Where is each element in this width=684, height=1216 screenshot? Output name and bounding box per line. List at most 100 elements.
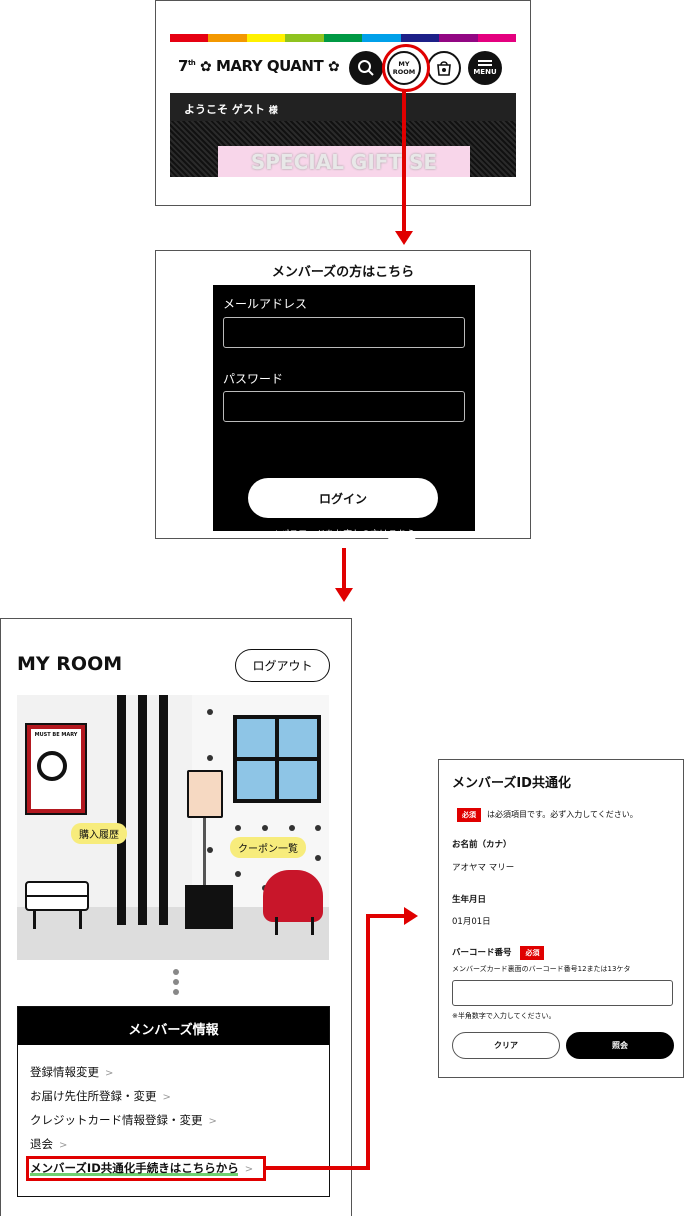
forgot-text: ※パスワードをお忘れの方は: [272, 530, 389, 540]
logo-suffix: th: [187, 59, 196, 67]
clear-button[interactable]: クリア: [452, 1032, 560, 1059]
barcode-label: バーコード番号 必須: [452, 946, 545, 960]
barcode-label-text: バーコード番号: [452, 948, 512, 958]
email-field[interactable]: [223, 317, 465, 348]
chevron-right-icon: >: [105, 1068, 114, 1079]
dresser-icon: [25, 881, 89, 911]
chair-leg: [275, 917, 278, 935]
peg-dot: [207, 847, 213, 853]
forgot-password-link[interactable]: こちら: [388, 530, 416, 540]
login-button[interactable]: ログイン: [248, 478, 438, 518]
welcome-bar: ようこそ ゲスト 様: [170, 93, 516, 121]
menu-item-address[interactable]: お届け先住所登録・変更 >: [30, 1088, 171, 1104]
menu-item-withdraw[interactable]: 退会 >: [30, 1136, 67, 1152]
dresser-leg: [33, 911, 36, 929]
highlight-box: [26, 1156, 266, 1181]
member-id-screenshot: メンバーズID共通化 必須は必須項目です。必ず入力してください。 お名前（カナ）…: [438, 759, 684, 1078]
barcode-hint: ※半角数字で入力してください。: [452, 1012, 556, 1020]
poster: MUST BE MARY: [25, 723, 87, 815]
wall-stripe: [159, 695, 168, 925]
password-field[interactable]: [223, 391, 465, 422]
room-illustration: MUST BE MARY 購入履歴 クーポン一覧: [17, 695, 329, 960]
login-form: メールアドレス パスワード ログイン ※パスワードをお忘れの方はこちら: [213, 285, 475, 540]
logout-button[interactable]: ログアウト: [235, 649, 330, 682]
forgot-password: ※パスワードをお忘れの方はこちら: [213, 527, 475, 540]
search-button[interactable]: [349, 51, 383, 85]
peg-dot: [207, 755, 213, 761]
required-note-text: は必須項目です。必ず入力してください。: [487, 810, 638, 819]
peg-dot: [235, 871, 241, 877]
rainbow-segment: [477, 34, 516, 42]
menu-item-credit-card[interactable]: クレジットカード情報登録・変更>: [30, 1112, 217, 1128]
side-table: [185, 885, 233, 929]
rainbow-bar: [170, 34, 516, 42]
required-note: 必須は必須項目です。必ず入力してください。: [457, 808, 638, 822]
poster-ring: [37, 751, 67, 781]
peg-dot: [207, 709, 213, 715]
coupon-list-bubble[interactable]: クーポン一覧: [230, 837, 306, 858]
menu-item-label: 登録情報変更: [30, 1065, 99, 1079]
welcome-suffix: 様: [268, 106, 278, 116]
site-logo[interactable]: 7th ✿ MARY QUANT ✿: [178, 57, 340, 75]
welcome-text: ようこそ ゲスト: [184, 103, 265, 116]
required-badge: 必須: [520, 946, 545, 960]
menu-button[interactable]: MENU: [468, 51, 502, 85]
hamburger-icon: [478, 64, 492, 66]
myroom-screenshot: MY ROOM ログアウト MUST BE MARY: [0, 618, 352, 1216]
menu-item-label: メンバーズID共通化手続きはこちらから: [30, 1161, 239, 1175]
peg-dot: [315, 855, 321, 861]
dresser-leg: [79, 911, 82, 929]
menu-item-profile[interactable]: 登録情報変更 >: [30, 1064, 113, 1080]
page-title: メンバーズID共通化: [452, 776, 571, 791]
name-value: アオヤマ マリー: [452, 863, 515, 873]
arrow-head-icon: [395, 231, 413, 245]
hero-title: SPECIAL GIFT SE: [218, 146, 470, 177]
search-icon: [358, 60, 374, 76]
chevron-right-icon: >: [162, 1092, 171, 1103]
more-dots-icon: [173, 969, 179, 999]
menu-item-label: 退会: [30, 1137, 53, 1151]
peg-dot: [262, 825, 268, 831]
chevron-right-icon: >: [59, 1140, 68, 1151]
logo-number: 7: [178, 57, 188, 75]
rainbow-segment: [170, 34, 209, 42]
birth-value: 01月01日: [452, 917, 491, 927]
daisy-icon: ✿: [200, 59, 212, 75]
arrow-head-icon: [404, 907, 418, 925]
wall-stripe: [138, 695, 147, 925]
link-underline: [30, 1173, 238, 1176]
flow-arrow: [265, 1166, 370, 1170]
poster-text: MUST BE MARY: [34, 732, 78, 738]
login-screenshot: メンバーズの方はこちら メールアドレス パスワード ログイン ※パスワードをお忘…: [155, 250, 531, 540]
window: [233, 715, 321, 803]
menu-item-label: クレジットカード情報登録・変更: [30, 1113, 203, 1127]
wall-stripe: [117, 695, 126, 925]
purchase-history-bubble[interactable]: 購入履歴: [71, 823, 127, 844]
flow-arrow: [366, 914, 370, 1170]
lookup-button[interactable]: 照会: [566, 1032, 674, 1059]
logo-brand: MARY QUANT: [215, 57, 324, 75]
peg-dot: [235, 825, 241, 831]
email-label: メールアドレス: [223, 297, 308, 311]
rainbow-segment: [323, 34, 363, 42]
chair-leg: [311, 917, 314, 935]
members-info-box: メンバーズ情報 登録情報変更> お届け先住所登録・変更> クレジットカード情報登…: [17, 1006, 330, 1197]
menu-label: MENU: [473, 68, 497, 76]
required-badge: 必須: [457, 808, 481, 822]
rainbow-segment: [362, 34, 401, 42]
barcode-input[interactable]: [452, 980, 673, 1006]
menu-item-label: お届け先住所登録・変更: [30, 1089, 157, 1103]
chevron-right-icon: >: [244, 1164, 254, 1175]
name-label: お名前（カナ）: [452, 840, 512, 850]
peg-dot: [289, 825, 295, 831]
armchair-icon: [263, 870, 323, 922]
lamp-pole: [203, 818, 206, 885]
menu-item-id-unify[interactable]: メンバーズID共通化手続きはこちらから >: [30, 1160, 253, 1176]
daisy-icon: ✿: [327, 59, 340, 75]
highlight-ring: [382, 44, 430, 92]
rainbow-segment: [400, 34, 440, 42]
hero-banner[interactable]: SPECIAL GIFT SE: [170, 121, 516, 177]
poster-art: MUST BE MARY: [31, 729, 81, 809]
cart-button[interactable]: [427, 51, 461, 85]
